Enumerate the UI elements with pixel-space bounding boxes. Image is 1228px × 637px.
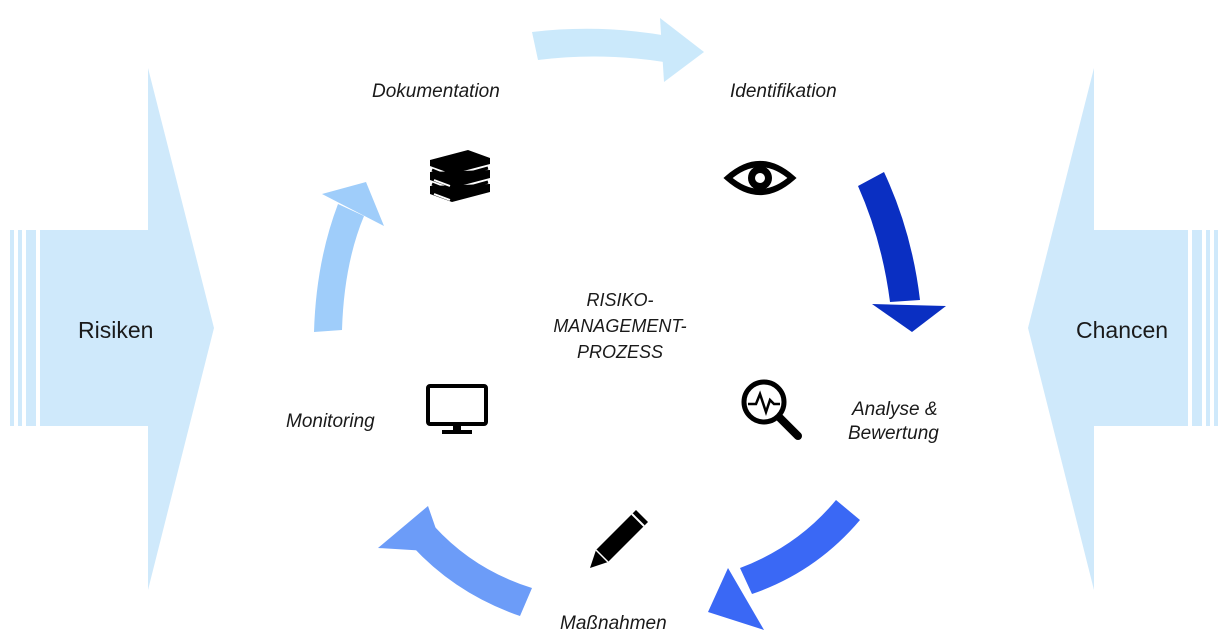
step-label-monitoring: Monitoring xyxy=(286,411,375,432)
risiken-arrow xyxy=(10,68,214,590)
center-title-line-3: PROZESS xyxy=(576,342,664,362)
center-title-line-1: RISIKO- xyxy=(586,290,654,310)
arrow-analyse-to-massnahmen xyxy=(708,500,860,630)
arrow-massnahmen-to-monitoring xyxy=(378,506,532,616)
pencil-icon xyxy=(590,510,648,568)
arrow-dokumentation-to-identifikation xyxy=(532,18,704,82)
risiken-label: Risiken xyxy=(78,317,154,343)
magnifier-pulse-icon xyxy=(741,379,802,440)
chancen-arrow xyxy=(1028,68,1218,590)
step-label-identifikation: Identifikation xyxy=(730,81,837,102)
step-label-massnahmen: Maßnahmen xyxy=(560,613,667,634)
arrow-monitoring-to-dokumentation xyxy=(314,182,384,332)
chancen-label: Chancen xyxy=(1076,317,1169,343)
center-title: RISIKO- MANAGEMENT- PROZESS xyxy=(520,287,720,365)
eye-icon xyxy=(723,161,797,195)
step-label-dokumentation: Dokumentation xyxy=(372,81,500,102)
books-icon xyxy=(430,150,490,202)
center-title-line-2: MANAGEMENT- xyxy=(553,316,687,336)
step-label-analyse: Analyse & xyxy=(852,399,938,420)
step-label-bewertung: Bewertung xyxy=(848,423,939,444)
arrow-identifikation-to-analyse xyxy=(858,172,946,332)
monitor-icon xyxy=(426,384,488,434)
